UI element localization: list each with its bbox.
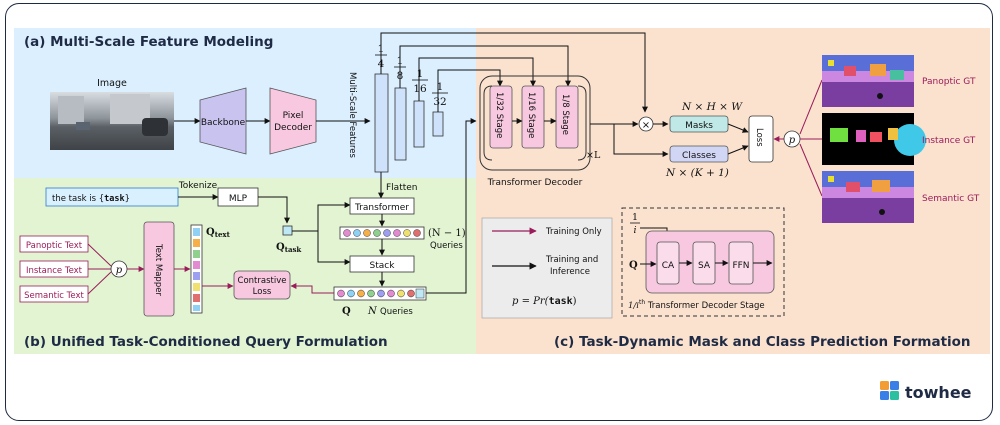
p-symbol-left: p bbox=[116, 265, 123, 276]
input-street-image bbox=[50, 92, 174, 150]
brand-name: towhee bbox=[905, 383, 972, 402]
transformer-decoder-label: Transformer Decoder bbox=[487, 178, 583, 188]
towhee-logo-icon bbox=[880, 381, 899, 400]
pixel-decoder-label-1: Pixel bbox=[283, 111, 304, 121]
backbone-label: Backbone bbox=[201, 118, 246, 128]
stack-label: Stack bbox=[370, 261, 396, 271]
feature-map-1-32 bbox=[432, 111, 444, 137]
legend-box bbox=[481, 217, 613, 319]
decoder-stage-1-16-label: 1/16 Stage bbox=[526, 92, 536, 138]
instance-gt-label: Instance GT bbox=[922, 136, 976, 146]
feature-map-1-8 bbox=[394, 87, 407, 161]
stage-detail-box bbox=[621, 207, 785, 317]
skip-1-32-to-stage bbox=[437, 69, 503, 112]
pixel-decoder-block bbox=[269, 87, 317, 155]
semantic-text-label: Semantic Text bbox=[24, 291, 84, 301]
contrastive-loss-block bbox=[233, 270, 291, 300]
mlp-label: MLP bbox=[229, 194, 248, 204]
text-mapper-label: Text Mapper bbox=[153, 243, 163, 296]
n-minus-1-math: (N − 1) bbox=[428, 228, 466, 239]
flatten-label: Flatten bbox=[386, 183, 418, 193]
scale-1-16-den: 16 bbox=[413, 83, 427, 95]
legend-probability-formula: p = Pr(task) bbox=[512, 296, 577, 307]
task-prompt-text: the task is {task} bbox=[52, 194, 130, 204]
pixel-decoder-label-2: Decoder bbox=[274, 123, 312, 133]
p-symbol-right: p bbox=[789, 135, 796, 146]
ffn-label: FFN bbox=[732, 261, 749, 271]
scale-1-16-num: 1 bbox=[417, 68, 424, 80]
skip-1-8-to-stage bbox=[399, 45, 571, 88]
feature-map-1-16 bbox=[413, 100, 425, 148]
section-b-title: (b) Unified Task-Conditioned Query Formu… bbox=[24, 334, 388, 350]
loss-label: Loss bbox=[754, 128, 764, 147]
decoder-stage-1-16 bbox=[521, 85, 545, 149]
legend-training-only-label: Training Only bbox=[545, 227, 602, 237]
scale-1-32-num: 1 bbox=[437, 81, 444, 93]
n-queries-math: N bbox=[367, 306, 378, 317]
multi-scale-features-label: Multi-Scale Features bbox=[347, 72, 357, 159]
decoder-stage-1-32 bbox=[489, 85, 513, 149]
skip-1-16-to-stage bbox=[418, 57, 536, 101]
q-task-label: Qtask bbox=[276, 242, 301, 254]
contrastive-label-1: Contrastive bbox=[238, 276, 287, 286]
q-text-column bbox=[190, 224, 203, 314]
instance-gt-image bbox=[822, 113, 926, 165]
feature-map-1-4 bbox=[374, 73, 389, 173]
stage-q-label: Q bbox=[629, 260, 638, 271]
nhw-label: N × H × W bbox=[681, 101, 743, 113]
legend-training-inference-label-2: Inference bbox=[550, 267, 590, 277]
stage-frac-num: 1 bbox=[632, 212, 638, 223]
q-label: Q bbox=[342, 306, 351, 317]
tokenize-label: Tokenize bbox=[178, 181, 218, 191]
n-queries-row bbox=[333, 286, 427, 301]
panoptic-gt-label: Panoptic GT bbox=[922, 77, 976, 87]
loss-box bbox=[748, 115, 774, 163]
section-a-title: (a) Multi-Scale Feature Modeling bbox=[24, 34, 273, 50]
times-l-label: ×L bbox=[586, 150, 601, 161]
backbone-block bbox=[199, 87, 247, 155]
ca-label: CA bbox=[662, 261, 675, 271]
n-minus-1-label: Queries bbox=[430, 241, 463, 251]
section-c-title: (c) Task-Dynamic Mask and Class Predicti… bbox=[554, 334, 971, 350]
stage-frac-den: i bbox=[633, 225, 636, 236]
classes-label: Classes bbox=[682, 151, 716, 161]
masks-label: Masks bbox=[685, 121, 713, 131]
transformer-label: Transformer bbox=[354, 203, 409, 213]
multiply-symbol: × bbox=[642, 120, 650, 131]
decoder-stage-1-8-label: 1/8 Stage bbox=[560, 94, 570, 135]
panoptic-gt-image bbox=[822, 55, 914, 107]
n-minus-1-queries-row bbox=[339, 226, 425, 240]
transformer-decoder-frame bbox=[479, 75, 591, 171]
sa-label: SA bbox=[698, 261, 711, 271]
nk1-label: N × (K + 1) bbox=[665, 167, 729, 179]
decoder-stage-1-8 bbox=[555, 85, 579, 149]
image-label: Image bbox=[97, 78, 127, 89]
skip-1-4-to-mask bbox=[380, 32, 648, 113]
n-queries-label: Queries bbox=[380, 307, 413, 317]
legend-training-inference-label-1: Training and bbox=[545, 255, 598, 265]
decoder-stage-1-32-label: 1/32 Stage bbox=[494, 92, 504, 138]
semantic-gt-label: Semantic GT bbox=[922, 194, 980, 204]
q-task-token bbox=[282, 225, 293, 236]
scale-1-32-den: 32 bbox=[433, 96, 446, 108]
stage-detail-caption: 1/ith Transformer Decoder Stage bbox=[628, 299, 765, 311]
q-text-label: Qtext bbox=[206, 227, 231, 239]
contrastive-label-2: Loss bbox=[253, 287, 272, 297]
panoptic-text-label: Panoptic Text bbox=[26, 241, 83, 251]
semantic-gt-image bbox=[822, 171, 914, 223]
instance-text-label: Instance Text bbox=[26, 266, 83, 276]
